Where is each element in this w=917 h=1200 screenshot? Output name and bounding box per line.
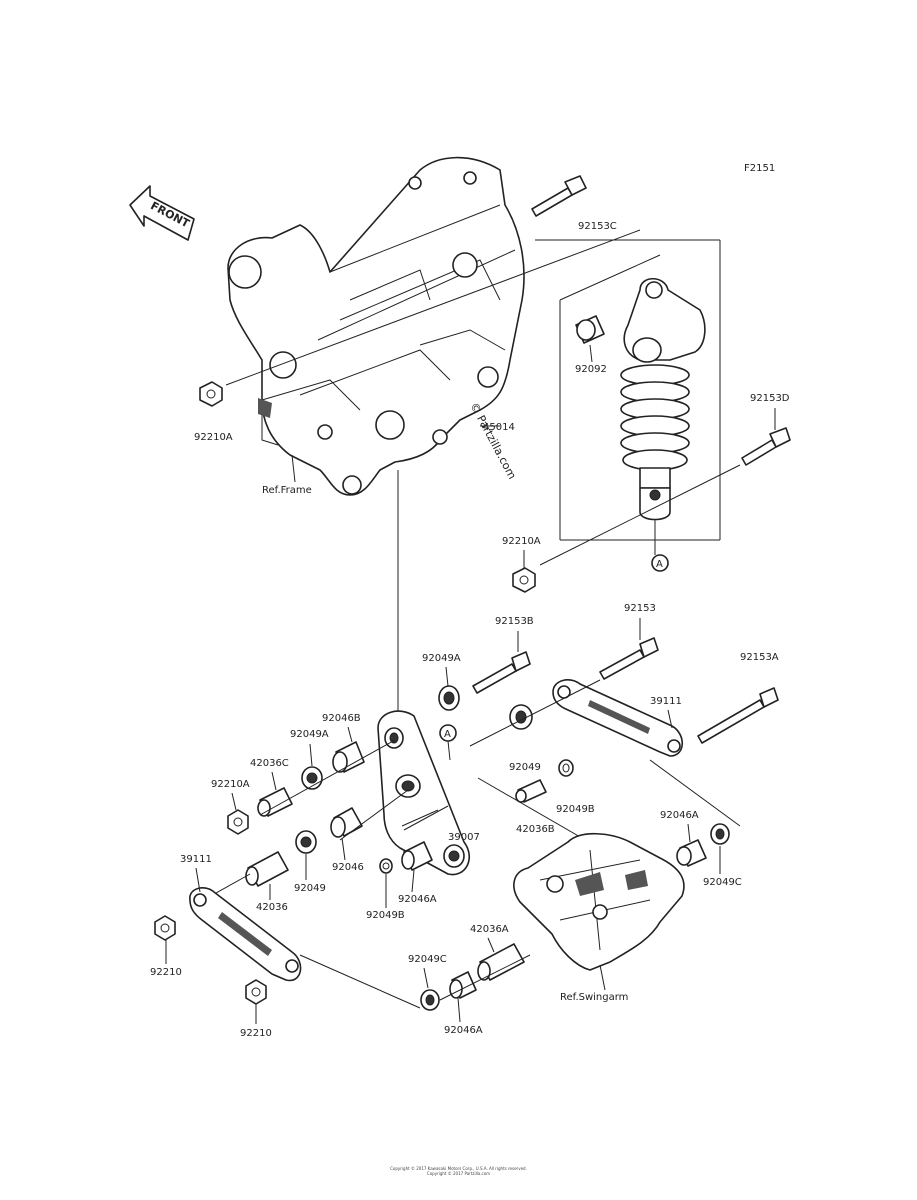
seal-92049-right <box>509 704 533 730</box>
label-42036C: 42036C <box>250 758 289 769</box>
bush-92046A-mid <box>401 841 433 871</box>
label-92049A-left: 92049A <box>290 729 329 740</box>
label-92210A-mid: 92210A <box>502 536 541 547</box>
seal-92049A-top <box>438 685 460 711</box>
label-92049B-mid: 92049B <box>366 910 405 921</box>
label-92049B-right: 92049B <box>556 804 595 815</box>
label-92049-low: 92049 <box>294 883 326 894</box>
label-92210-low: 92210 <box>240 1028 272 1039</box>
swingarm-drawing <box>513 832 685 971</box>
label-92153D: 92153D <box>750 393 790 404</box>
nut-92210-left <box>154 915 176 941</box>
copyright-line-2: Copyright © 2017 Partzilla.com <box>426 1171 491 1176</box>
bush-92092 <box>575 315 605 344</box>
label-92046B: 92046B <box>322 713 361 724</box>
label-92049: 92049 <box>509 762 541 773</box>
collar-42036B <box>515 779 547 803</box>
washer-92049B-mid <box>379 858 393 874</box>
bolt-92153D <box>741 427 791 466</box>
label-92049C-low: 92049C <box>408 954 447 965</box>
bolt-92153A <box>697 687 779 744</box>
label-92153A: 92153A <box>740 652 779 663</box>
label-42036A: 42036A <box>470 924 509 935</box>
shock-absorber-45014 <box>620 277 706 521</box>
nut-92210A-top <box>199 381 223 407</box>
label-92210A-top: 92210A <box>194 432 233 443</box>
collar-42036C <box>257 787 293 817</box>
frame-drawing <box>227 156 525 496</box>
collar-42036 <box>245 851 289 887</box>
bolt-92153 <box>599 637 659 680</box>
copyright-line-1: Copyright © 2017 Kawasaki Motors Corp., … <box>390 1166 527 1171</box>
callout-A-top-label: A <box>656 559 663 570</box>
bush-92046A-right <box>676 839 707 867</box>
label-92046: 92046 <box>332 862 364 873</box>
label-92210A-low: 92210A <box>211 779 250 790</box>
ref-swingarm-label: Ref.Swingarm <box>560 992 628 1003</box>
seal-92049-low <box>295 830 317 854</box>
washer-92049B-right <box>558 759 574 777</box>
figure-code: F2151 <box>744 163 775 174</box>
bush-92046A-low <box>449 971 477 999</box>
bolt-92153C <box>531 175 587 217</box>
seal-92049C-low <box>420 989 440 1011</box>
label-39111-right: 39111 <box>650 696 682 707</box>
label-92210-left: 92210 <box>150 967 182 978</box>
bolt-92153B <box>472 651 531 694</box>
nut-92210A-low <box>227 809 249 835</box>
label-92049A-top: 92049A <box>422 653 461 664</box>
label-42036: 42036 <box>256 902 288 913</box>
callout-A-mid-label: A <box>444 729 451 740</box>
tie-rod-39111-left <box>189 887 302 982</box>
label-92153C: 92153C <box>578 221 617 232</box>
seal-92049C-right <box>710 823 730 845</box>
bush-92046 <box>330 807 363 838</box>
label-92046A-right: 92046A <box>660 810 699 821</box>
spring-coils <box>620 364 690 471</box>
label-42036B: 42036B <box>516 824 555 835</box>
collar-42036A <box>477 943 525 981</box>
label-92046A-mid: 92046A <box>398 894 437 905</box>
label-39111-left: 39111 <box>180 854 212 865</box>
label-39007: 39007 <box>448 832 480 843</box>
front-arrow-icon: FRONT <box>129 185 195 241</box>
rocker-arm-39007 <box>377 710 470 876</box>
tie-rod-39111-right <box>552 679 684 757</box>
label-92153B: 92153B <box>495 616 534 627</box>
callout-A-top <box>651 554 669 572</box>
label-92046A-low: 92046A <box>444 1025 483 1036</box>
label-45014: 45014 <box>483 422 515 433</box>
label-92153: 92153 <box>624 603 656 614</box>
ref-frame-label: Ref.Frame <box>262 485 312 496</box>
nut-92210A-mid <box>512 567 536 593</box>
copyright-footer: Copyright © 2017 Kawasaki Motors Corp., … <box>0 1166 917 1176</box>
nut-92210-low <box>245 979 267 1005</box>
label-92049C-right: 92049C <box>703 877 742 888</box>
watermark: © Partzilla.com <box>467 400 518 481</box>
bush-92046B <box>332 741 365 773</box>
label-92092: 92092 <box>575 364 607 375</box>
